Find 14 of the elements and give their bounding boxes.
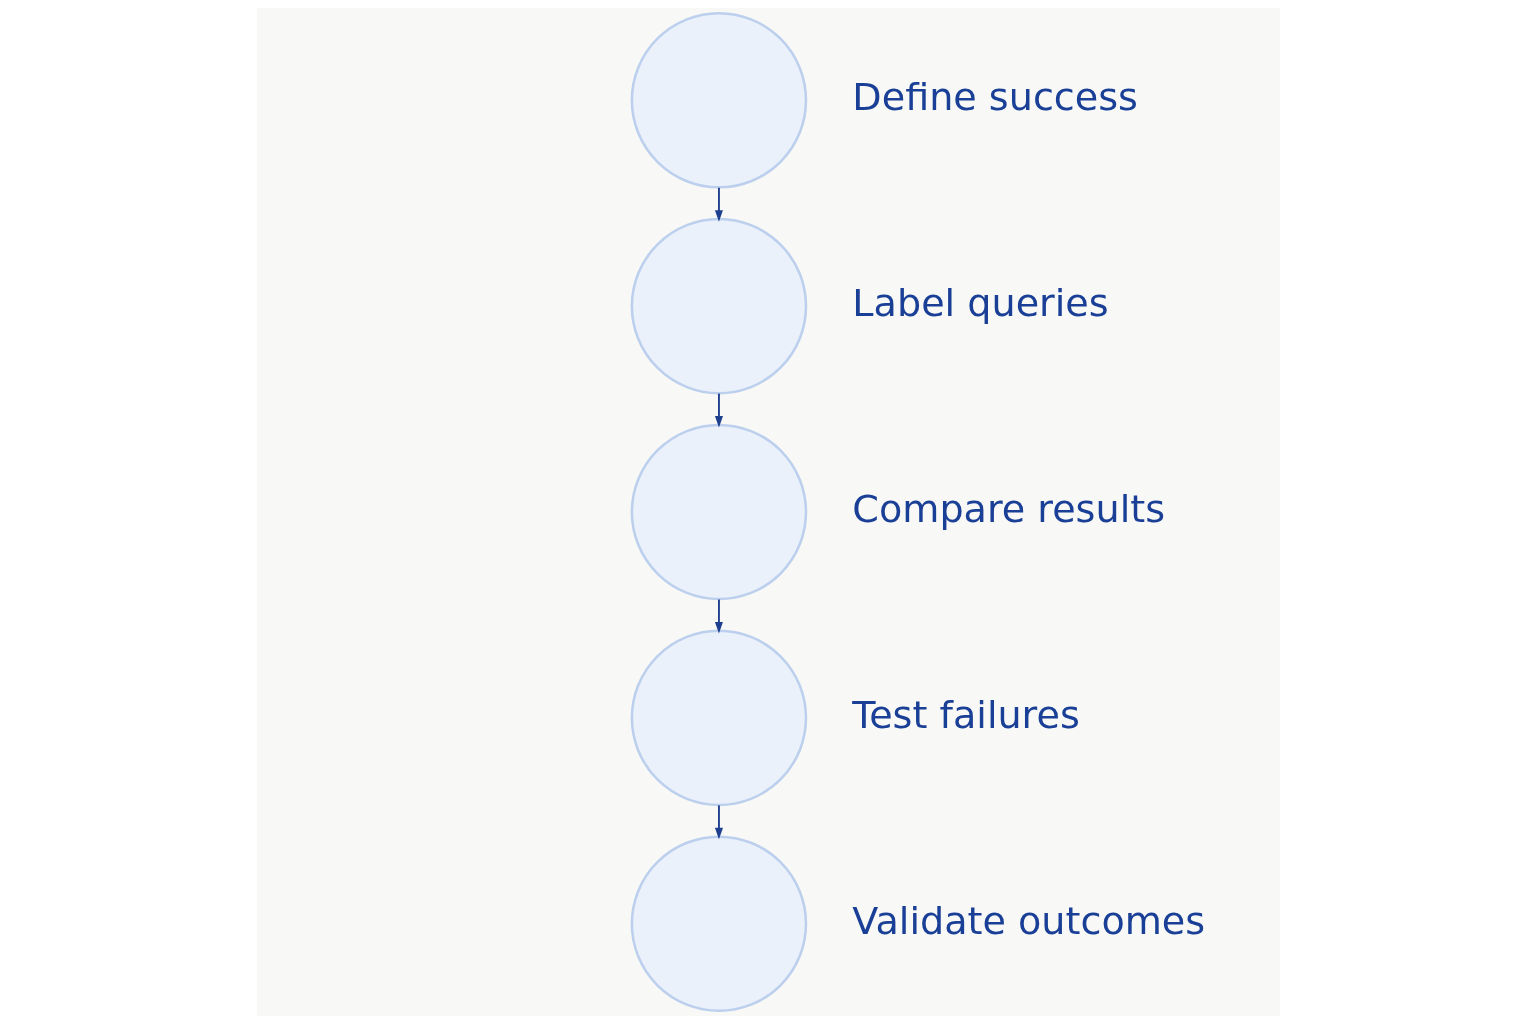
arrow	[714, 804, 723, 840]
node-circle	[630, 629, 807, 807]
arrow	[714, 392, 723, 428]
node-label: Compare results	[851, 487, 1165, 532]
node-label: Validate outcomes	[851, 898, 1205, 943]
arrow	[714, 186, 723, 222]
node-label: Label queries	[851, 281, 1109, 326]
node-label: Define success	[851, 75, 1138, 120]
node-circle	[630, 11, 807, 189]
node-circle	[630, 217, 807, 395]
node-label: Test failures	[851, 693, 1080, 738]
node-circle	[630, 423, 807, 601]
node-circle	[630, 835, 807, 1013]
arrow	[714, 598, 723, 634]
